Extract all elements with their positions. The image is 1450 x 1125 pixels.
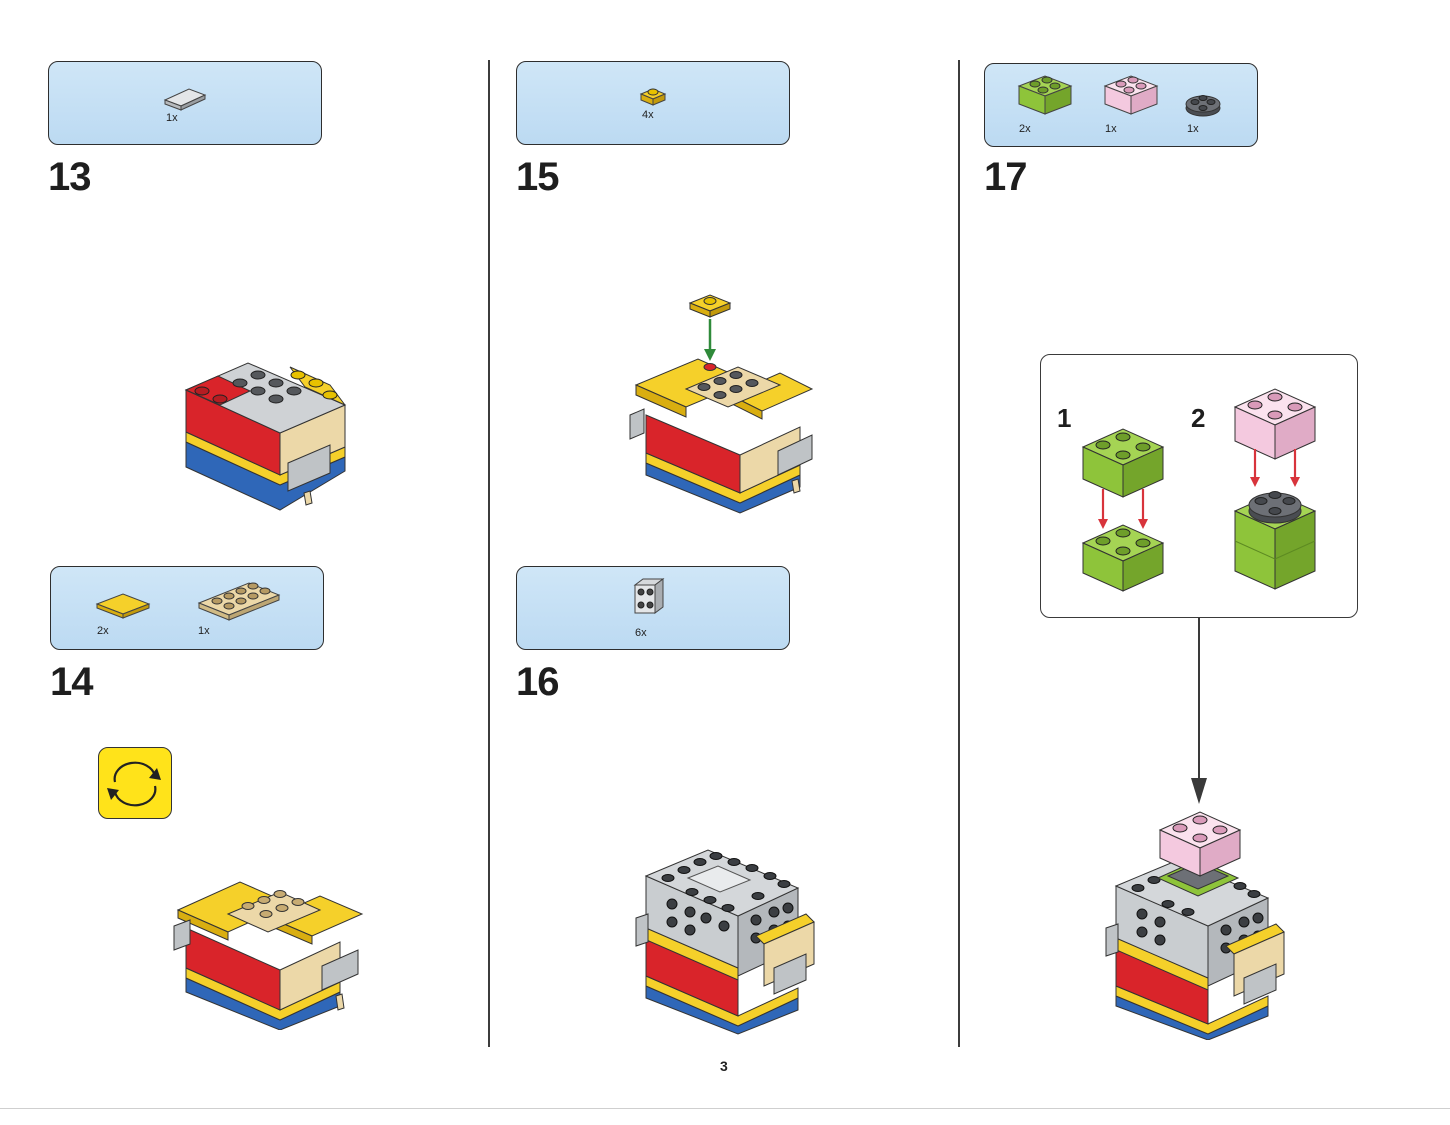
step-17-part-icons xyxy=(1017,75,1221,117)
column-divider-right xyxy=(958,60,960,1047)
step-number: 14 xyxy=(50,660,93,704)
step-15-parts-box: 4x xyxy=(516,61,790,145)
step-16-model-illustration xyxy=(635,849,815,1035)
part-qty: 1x xyxy=(198,625,210,637)
part-qty: 6x xyxy=(635,627,647,639)
step-number: 15 xyxy=(516,155,559,199)
gray-brick-studs-on-side-icon xyxy=(633,578,665,614)
substep-number: 1 xyxy=(1057,403,1072,433)
part-qty: 2x xyxy=(97,625,109,637)
part-qty: 1x xyxy=(1187,123,1199,135)
part-qty: 2x xyxy=(1019,123,1031,135)
substep-number: 2 xyxy=(1191,403,1206,433)
step-17-parts-box: 2x 1x 1x xyxy=(984,63,1258,147)
step-number: 13 xyxy=(48,155,91,199)
substep-callout: 1 2 xyxy=(1040,354,1358,618)
step-13-parts-box: 1x xyxy=(48,61,322,145)
substep-illustrations xyxy=(1081,388,1317,592)
step-15-model-illustration xyxy=(629,294,814,514)
step-13-model-illustration xyxy=(184,362,347,511)
part-qty: 4x xyxy=(642,109,654,121)
part-qty: 1x xyxy=(166,112,178,124)
part-qty: 1x xyxy=(1105,123,1117,135)
page-bottom-rule xyxy=(0,1108,1450,1109)
step-14-parts-box: 2x 1x xyxy=(50,566,324,650)
callout-connector-arrow xyxy=(1191,618,1207,804)
rotate-model-icon xyxy=(98,747,172,819)
yellow-plate-icon xyxy=(639,88,667,106)
step-number: 16 xyxy=(516,660,559,704)
step-16-parts-box: 6x xyxy=(516,566,790,650)
page-number: 3 xyxy=(720,1058,728,1074)
step-14-model-illustration xyxy=(173,881,364,1030)
light-gray-tile-icon xyxy=(163,88,207,111)
step-17-model-illustration xyxy=(1105,811,1285,1040)
step-14-part-icons xyxy=(95,582,281,621)
step-number: 17 xyxy=(984,155,1027,199)
column-divider-left xyxy=(488,60,490,1047)
